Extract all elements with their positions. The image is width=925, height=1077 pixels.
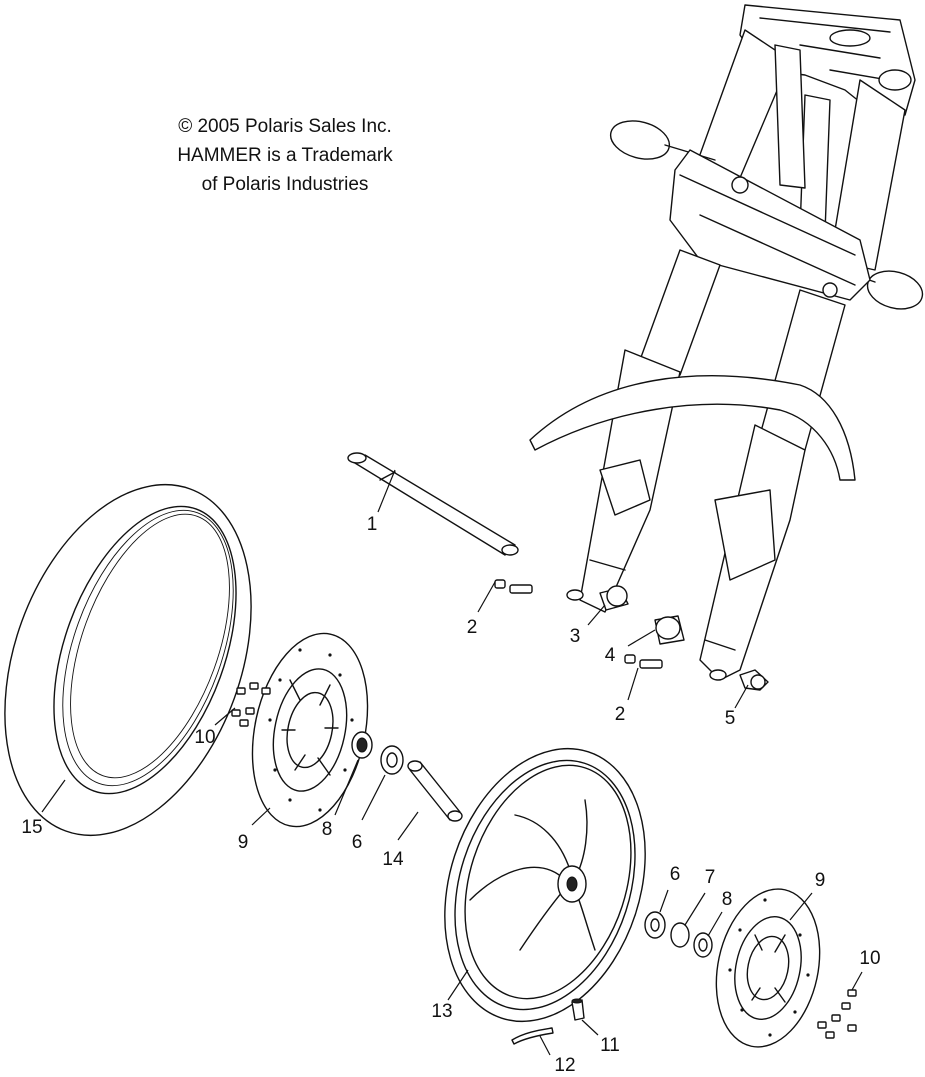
tire xyxy=(4,483,252,837)
copyright-notice: © 2005 Polaris Sales Inc. HAMMER is a Tr… xyxy=(155,112,415,199)
callout-6: 6 xyxy=(669,864,681,885)
callout-8: 8 xyxy=(321,819,333,840)
cast-wheel xyxy=(444,747,646,1023)
callout-10: 10 xyxy=(859,948,881,969)
spacer-right xyxy=(654,615,685,645)
brake-disc-right xyxy=(715,888,821,1048)
axle-part xyxy=(347,452,519,556)
callout-7: 7 xyxy=(704,867,716,888)
pinch-bolts-lower xyxy=(624,654,663,669)
callout-9: 9 xyxy=(237,832,249,853)
callout-10: 10 xyxy=(194,727,216,748)
disc-bolts-right xyxy=(817,989,857,1039)
wheel-weight xyxy=(511,1027,554,1045)
callout-5: 5 xyxy=(724,708,736,729)
pinch-bolts-upper xyxy=(494,579,533,594)
trademark-line: HAMMER is a Trademark xyxy=(177,145,393,166)
callout-8: 8 xyxy=(721,889,733,910)
valve-stem xyxy=(571,998,585,1021)
seal-left xyxy=(351,731,373,759)
callout-2: 2 xyxy=(466,617,478,638)
callout-12: 12 xyxy=(554,1055,576,1076)
callout-13: 13 xyxy=(431,1001,453,1022)
callout-6: 6 xyxy=(351,832,363,853)
callout-9: 9 xyxy=(814,870,826,891)
brake-disc-left xyxy=(251,632,369,828)
callout-1: 1 xyxy=(366,514,378,535)
callout-11: 11 xyxy=(600,1035,620,1056)
front-fork-assembly xyxy=(529,4,924,681)
callout-4: 4 xyxy=(604,645,616,666)
disc-bolts-left xyxy=(231,682,271,727)
callout-14: 14 xyxy=(382,849,404,870)
callout-15: 15 xyxy=(21,817,43,838)
callout-3: 3 xyxy=(569,626,581,647)
owner-line: of Polaris Industries xyxy=(201,174,369,195)
spacer-left xyxy=(599,585,629,611)
bearing-right xyxy=(644,911,666,939)
axle-nut xyxy=(739,669,769,691)
copyright-line: © 2005 Polaris Sales Inc. xyxy=(178,116,392,137)
snap-ring xyxy=(670,922,690,948)
spacer-tube xyxy=(407,760,463,822)
leader-lines xyxy=(41,469,863,1056)
callout-2: 2 xyxy=(614,704,626,725)
bearing-left xyxy=(380,745,404,775)
seal-right xyxy=(693,932,713,958)
